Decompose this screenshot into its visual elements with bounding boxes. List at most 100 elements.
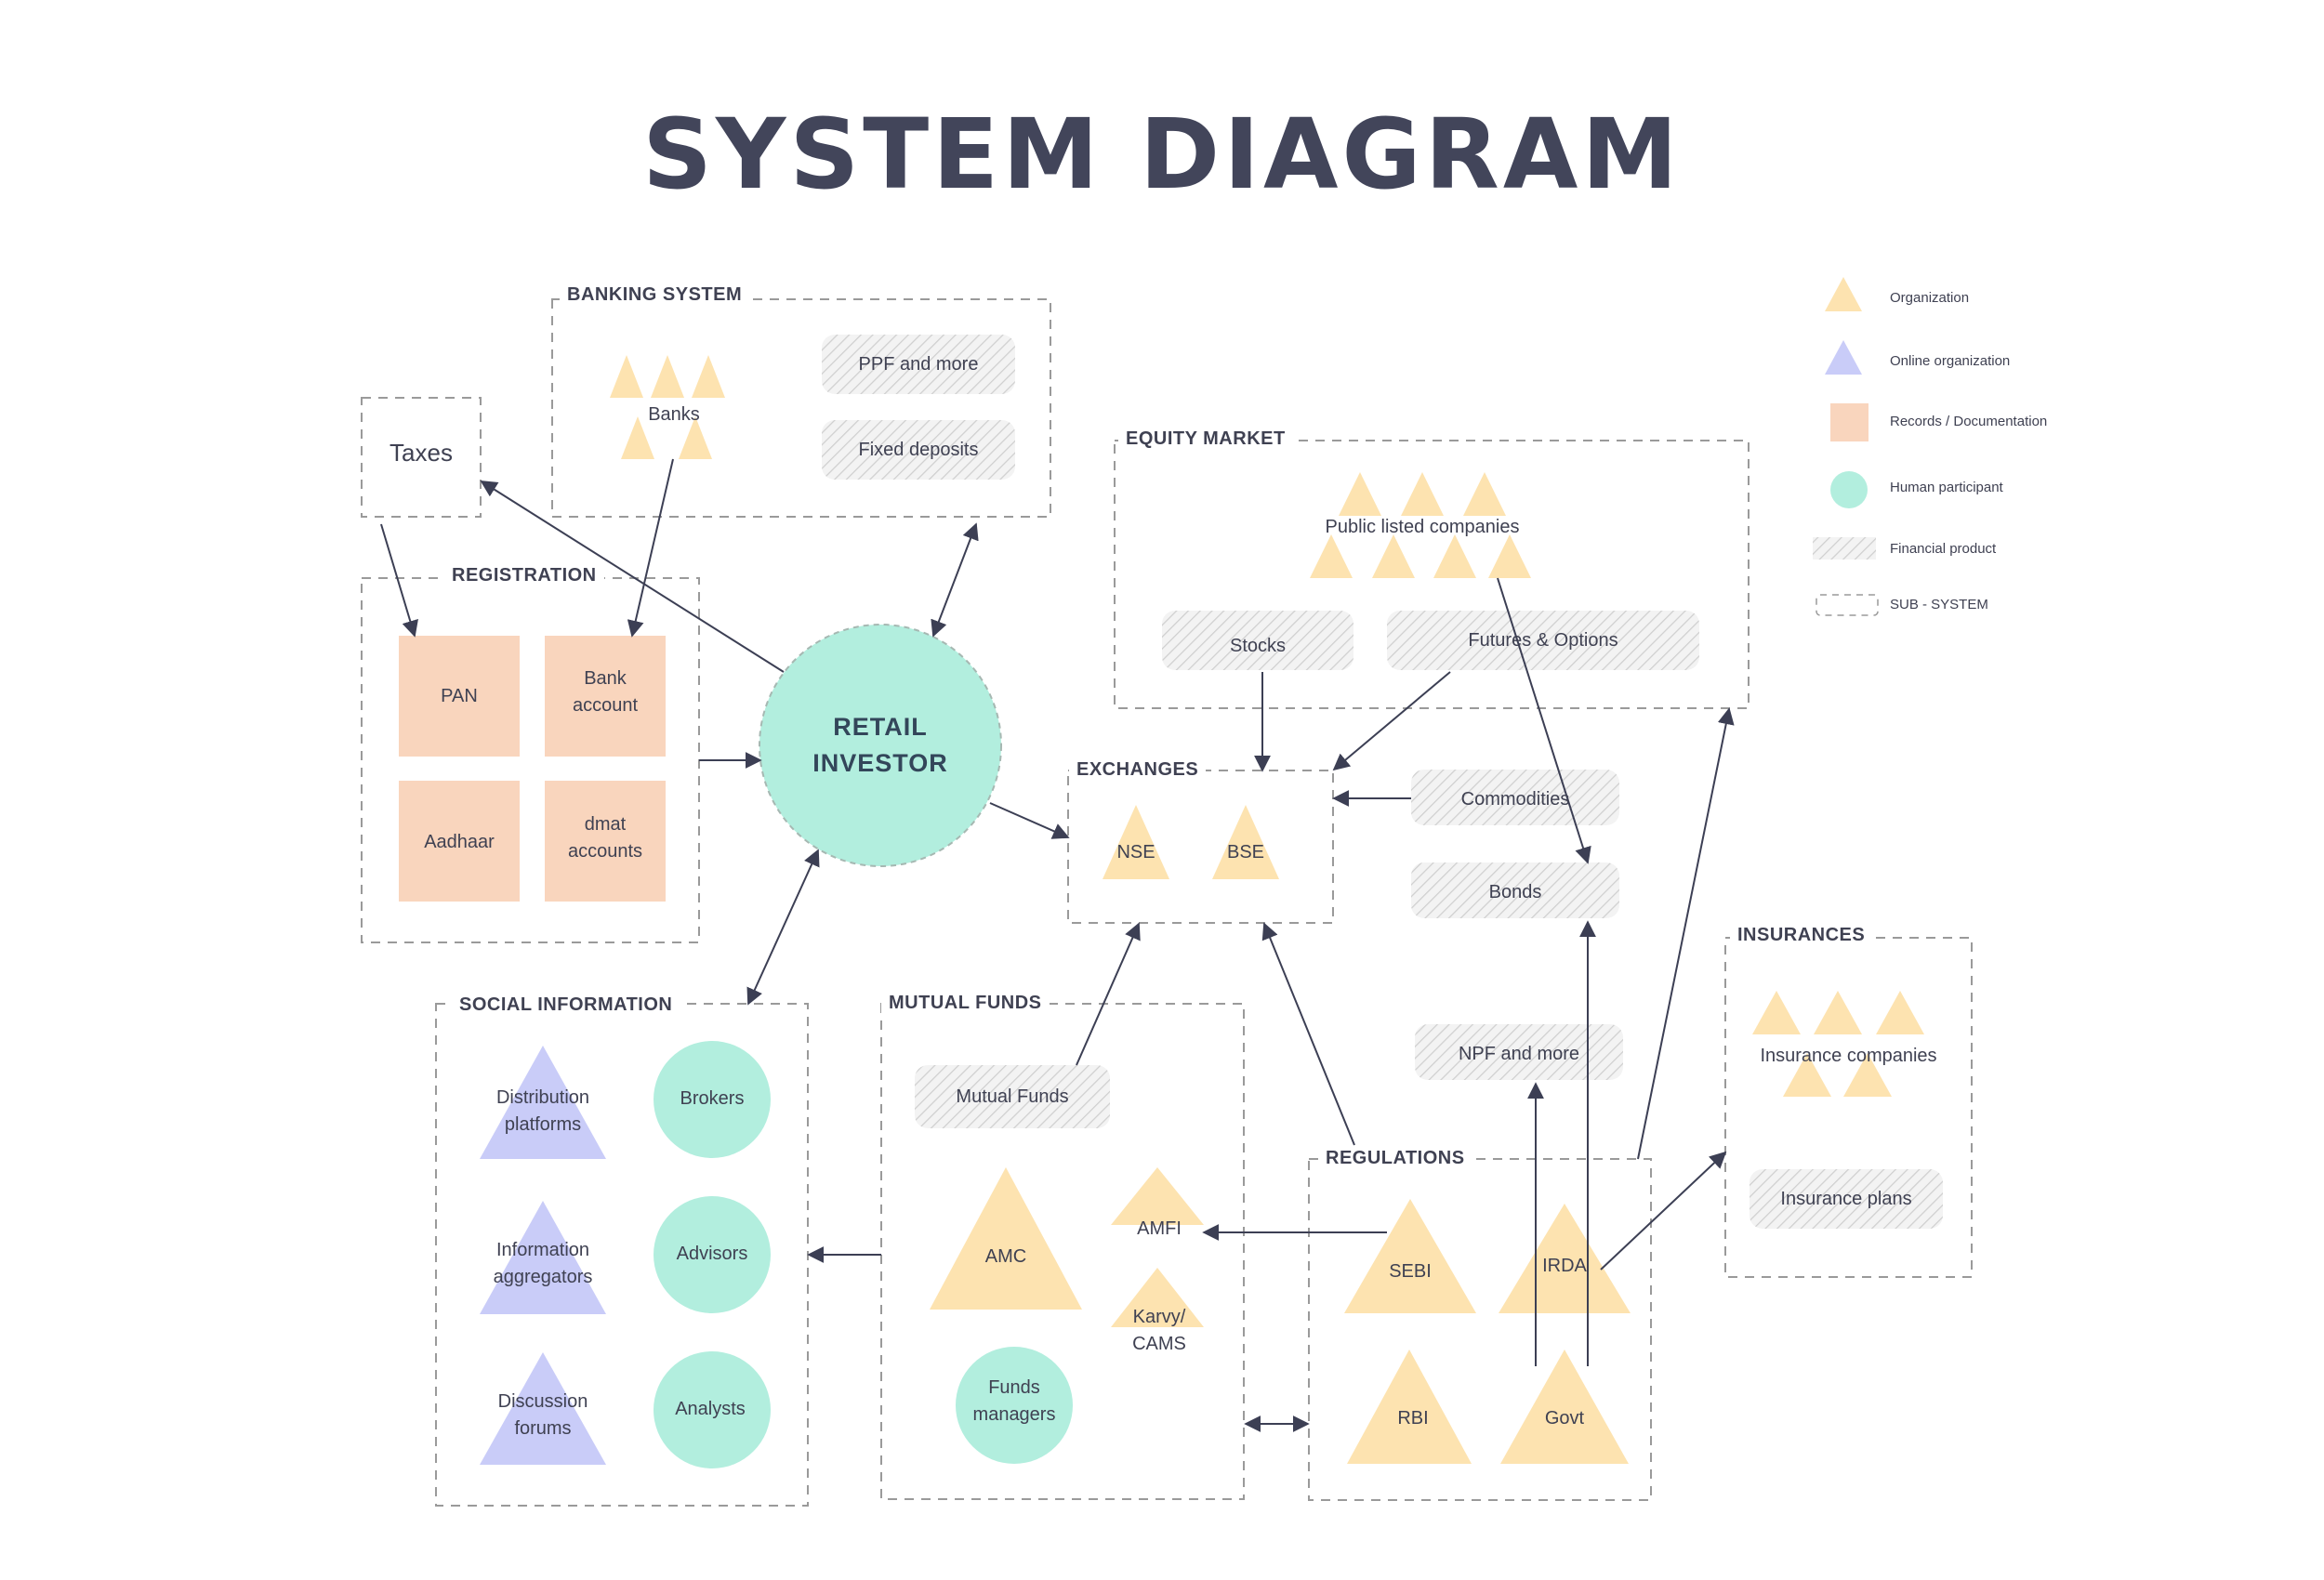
amc-triangle[interactable] (930, 1167, 1082, 1310)
financial-product-hatch-icon (1813, 537, 1876, 560)
amfi-label: AMFI (1137, 1218, 1182, 1239)
distribution-platforms-triangle[interactable] (480, 1046, 606, 1159)
bank-triangle (610, 355, 643, 398)
legend-organization: Organization (1890, 290, 1970, 306)
equity-market-title: EQUITY MARKET (1118, 428, 1293, 450)
bonds-label: Bonds (1488, 882, 1542, 902)
company-triangle (1463, 472, 1506, 516)
insurance-company-triangle (1752, 991, 1801, 1034)
arrow-futures-to-exchanges (1332, 671, 1451, 771)
futures-options-label: Futures & Options (1468, 630, 1618, 651)
insurance-plans-label: Insurance plans (1780, 1189, 1912, 1209)
amc-label: AMC (984, 1246, 1027, 1267)
karvy-cams-label: Karvy/CAMS (1132, 1307, 1186, 1354)
brokers-label: Brokers (680, 1088, 745, 1109)
legend-subsystem: SUB - SYSTEM (1890, 597, 1988, 612)
bse-triangle[interactable] (1212, 805, 1279, 879)
insurance-company-triangle (1876, 991, 1924, 1034)
information-aggregators-triangle[interactable] (480, 1201, 606, 1314)
fixed-deposits-label: Fixed deposits (858, 440, 979, 460)
insurance-company-triangle (1814, 991, 1862, 1034)
aadhaar-label: Aadhaar (424, 832, 495, 852)
insurance-company-triangle (1843, 1053, 1892, 1097)
mutual-funds-title: MUTUAL FUNDS (881, 993, 1050, 1014)
arrow-regulations-to-equity (1637, 707, 1735, 1160)
govt-triangle[interactable] (1500, 1350, 1629, 1464)
karvy-cams-triangle[interactable] (1111, 1268, 1204, 1327)
record-aadhaar[interactable] (399, 781, 520, 902)
ppf-label: PPF and more (858, 354, 979, 375)
record-bank-account[interactable] (545, 636, 666, 757)
subsystem-dashed-icon (1816, 594, 1879, 616)
mutual-funds-box[interactable] (880, 1003, 1245, 1500)
company-triangle (1433, 534, 1476, 578)
npf-label: NPF and more (1458, 1044, 1580, 1064)
legend-records: Records / Documentation (1890, 414, 2048, 429)
banking-system-box[interactable] (551, 298, 1051, 518)
product-insurance-plans[interactable] (1750, 1169, 1943, 1229)
banking-system-title: BANKING SYSTEM (560, 284, 750, 306)
nse-triangle[interactable] (1103, 805, 1169, 879)
product-bonds[interactable] (1411, 862, 1619, 918)
discussion-forums-triangle[interactable] (480, 1352, 606, 1465)
govt-label: Govt (1544, 1408, 1585, 1429)
product-commodities[interactable] (1411, 770, 1619, 825)
bank-triangle (679, 416, 712, 459)
sebi-label: SEBI (1389, 1261, 1432, 1282)
product-ppf[interactable] (822, 335, 1015, 394)
amfi-triangle[interactable] (1111, 1167, 1204, 1225)
rbi-label: RBI (1397, 1408, 1429, 1429)
sebi-triangle[interactable] (1344, 1199, 1476, 1313)
product-npf[interactable] (1415, 1024, 1623, 1080)
arrow-companies-to-bonds (1497, 577, 1591, 864)
online-organization-triangle-icon (1825, 340, 1862, 375)
mutual-funds-product-label: Mutual Funds (956, 1086, 1069, 1107)
arrow-investor-to-exchanges (989, 802, 1070, 839)
pan-label: PAN (441, 686, 478, 706)
arrow-investor-banking (931, 522, 979, 638)
bse-label: BSE (1226, 842, 1265, 862)
insurance-company-triangle (1783, 1053, 1831, 1097)
arrow-taxes-to-pan (380, 523, 418, 638)
nse-label: NSE (1116, 842, 1155, 862)
record-pan[interactable] (399, 636, 520, 757)
advisors-circle[interactable] (654, 1196, 771, 1313)
record-dmat[interactable] (545, 781, 666, 902)
bank-triangle (651, 355, 684, 398)
exchanges-box[interactable] (1067, 770, 1334, 924)
organization-triangle-icon (1825, 277, 1862, 311)
exchanges-title: EXCHANGES (1069, 759, 1207, 781)
social-information-title: SOCIAL INFORMATION (452, 994, 680, 1016)
taxes-box[interactable] (361, 397, 482, 518)
company-triangle (1401, 472, 1444, 516)
arrow-banks-to-bank-account (627, 458, 674, 638)
company-triangle (1310, 534, 1353, 578)
regulations-box[interactable] (1308, 1158, 1652, 1501)
funds-managers-circle[interactable] (956, 1347, 1073, 1464)
rbi-triangle[interactable] (1347, 1350, 1472, 1464)
retail-investor-label: RETAIL INVESTOR (812, 713, 948, 777)
product-mutual-funds[interactable] (915, 1065, 1110, 1128)
brokers-circle[interactable] (654, 1041, 771, 1158)
legend-online-organization: Online organization (1890, 353, 2011, 369)
arrow-regulations-to-exchanges (1261, 922, 1355, 1146)
legend-financial-product: Financial product (1890, 541, 1997, 557)
product-futures-options[interactable] (1387, 611, 1699, 670)
analysts-circle[interactable] (654, 1351, 771, 1468)
product-fixed-deposits[interactable] (822, 420, 1015, 480)
arrow-investor-social (746, 849, 820, 1006)
legend-human: Human participant (1890, 480, 2003, 495)
analysts-label: Analysts (675, 1399, 746, 1419)
product-stocks[interactable] (1162, 611, 1353, 670)
human-circle-icon (1830, 471, 1868, 508)
bank-triangle (621, 416, 654, 459)
banks-label: Banks (648, 404, 700, 425)
retail-investor-circle[interactable] (759, 624, 1002, 867)
irda-triangle[interactable] (1499, 1204, 1631, 1313)
